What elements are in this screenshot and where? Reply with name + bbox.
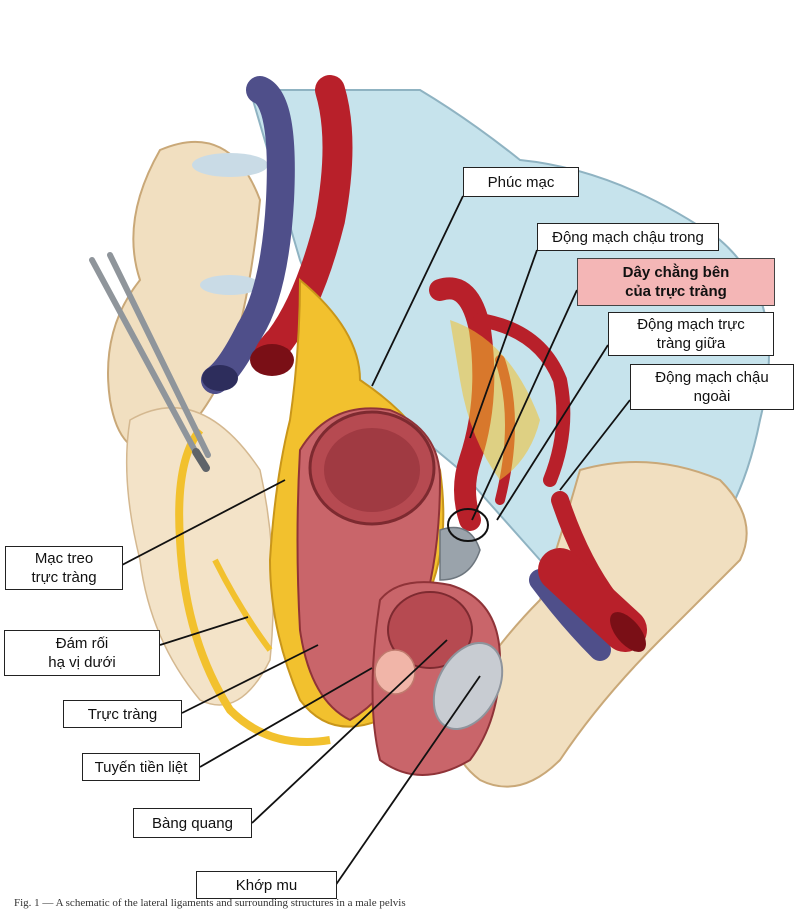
vertebral-disc-lower <box>200 275 260 295</box>
leader-external-iliac <box>559 399 631 491</box>
forceps-tips <box>192 448 210 472</box>
symphysis-disc <box>432 642 504 730</box>
label-peritoneum: Phúc mạc <box>463 167 579 197</box>
label-inferior-hypogastric-plexus: Đám rối hạ vị dưới <box>4 630 160 676</box>
leader-lateral-ligament <box>471 289 578 521</box>
leader-hypogastric <box>159 616 249 646</box>
leader-peritoneum <box>371 195 464 387</box>
leader-middle-rectal <box>496 344 609 521</box>
label-internal-iliac-artery: Động mạch chậu trong <box>537 223 719 251</box>
forceps <box>89 252 211 463</box>
label-lateral-ligament: Dây chằng bên của trực tràng <box>577 258 775 306</box>
leader-symphysis <box>334 675 481 887</box>
hypogastric-nerve <box>175 427 331 746</box>
lateral-ligament-band <box>439 526 481 581</box>
leader-bladder <box>251 639 448 824</box>
label-middle-rectal-artery: Động mạch trực tràng giữa <box>608 312 774 356</box>
label-rectum: Trực tràng <box>63 700 182 728</box>
external-iliac-cut-end <box>610 612 646 652</box>
internal-iliac-branch <box>473 313 571 487</box>
label-external-iliac-artery: Động mạch chậu ngoài <box>630 364 794 410</box>
figure-caption: Fig. 1 — A schematic of the lateral liga… <box>14 897 406 909</box>
leader-mesorectum <box>121 479 286 566</box>
ilium-bone <box>125 407 275 706</box>
vein-cut-end <box>202 365 238 391</box>
prostate-gland <box>374 649 416 695</box>
vertebral-disc <box>192 153 268 177</box>
leader-prostate <box>199 667 373 768</box>
ligament-callout-circle <box>447 508 489 542</box>
rectum-lumen-inner <box>324 428 420 512</box>
leader-rectum <box>181 644 319 714</box>
label-mesorectum: Mạc treo trực tràng <box>5 546 123 590</box>
hypogastric-nerve-inner <box>212 558 273 652</box>
external-iliac-vein <box>529 569 611 661</box>
leader-internal-iliac <box>469 249 538 439</box>
pelvic-plexus-fat <box>450 320 540 480</box>
common-iliac-vein <box>201 76 295 394</box>
bladder-opening <box>387 591 473 669</box>
artery-cut-end <box>250 344 294 376</box>
label-pubic-symphysis: Khớp mu <box>196 871 337 899</box>
label-prostate: Tuyến tiền liệt <box>82 753 200 781</box>
label-bladder: Bàng quang <box>133 808 252 838</box>
